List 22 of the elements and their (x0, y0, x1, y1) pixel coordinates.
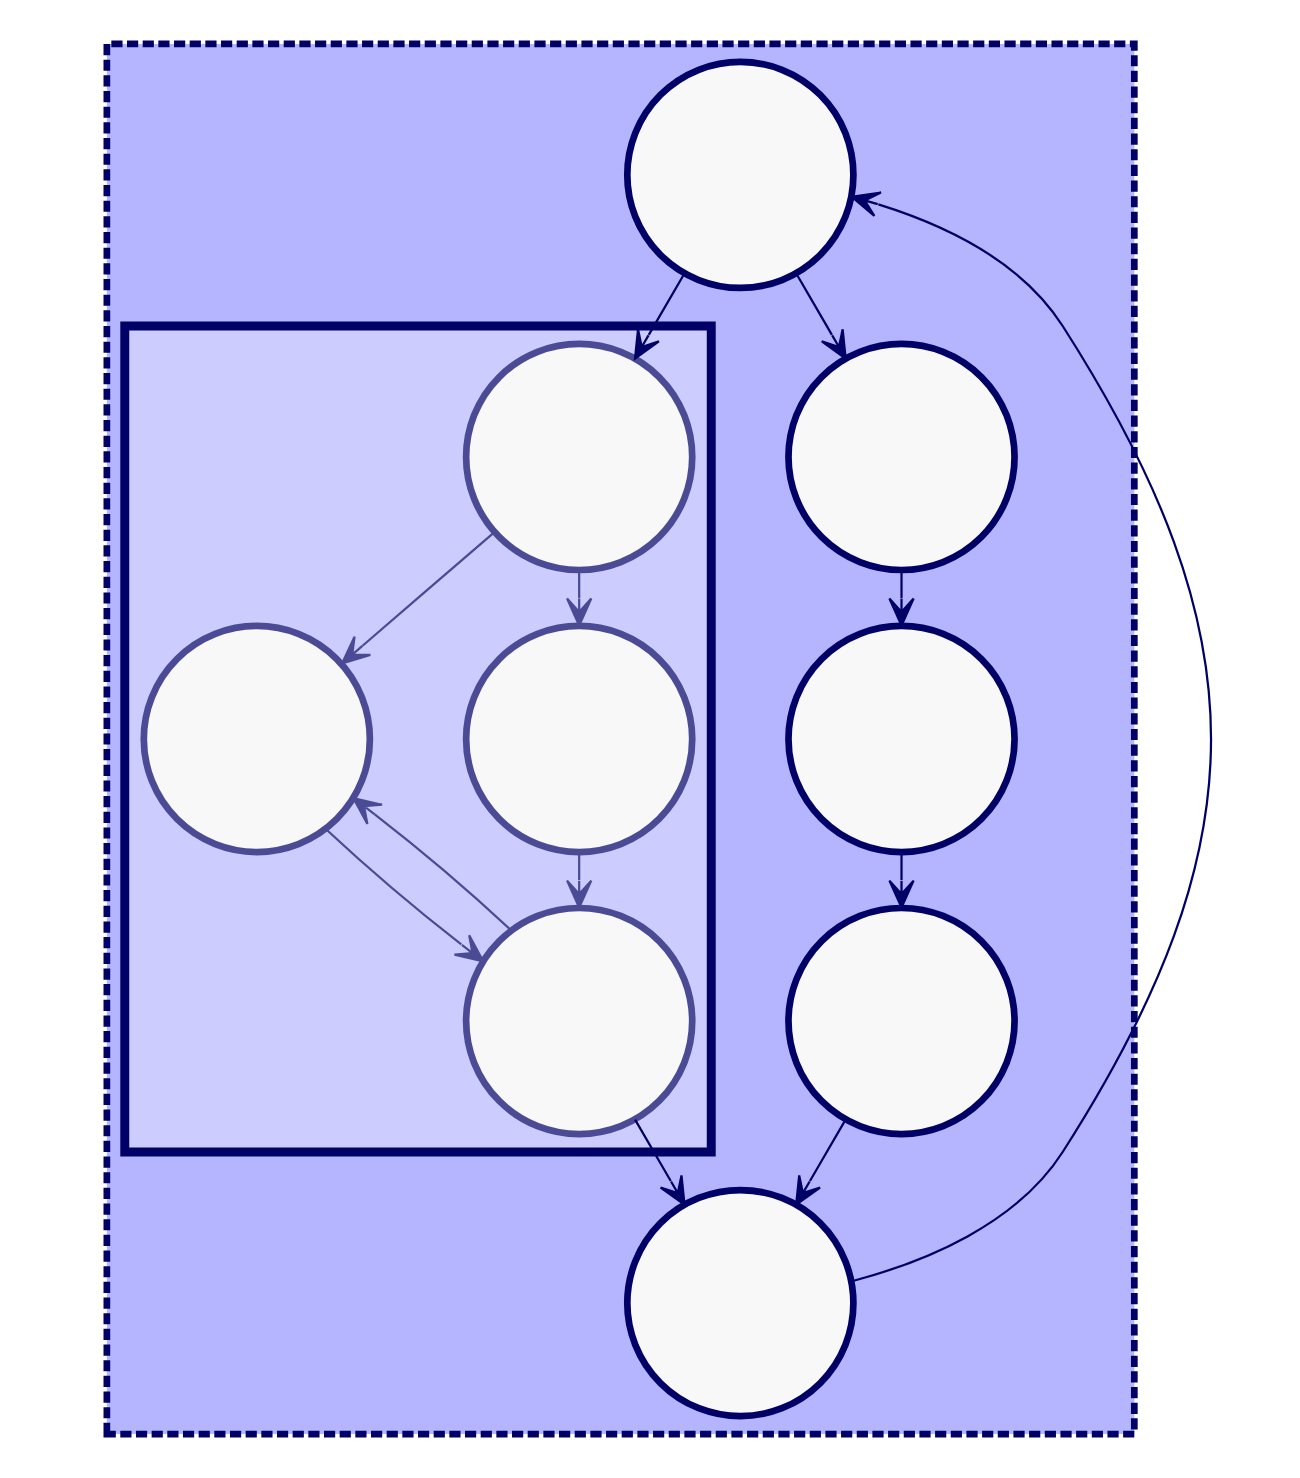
arrow (340, 531, 496, 665)
arrow (565, 852, 593, 909)
arrow (850, 191, 1212, 1283)
node-circle (785, 904, 1018, 1138)
arrow (888, 852, 915, 909)
arrow (634, 1119, 686, 1206)
arrow (352, 796, 512, 932)
node-circle (462, 622, 696, 856)
node-circle (785, 340, 1018, 574)
arrow (795, 1119, 847, 1206)
arrow (633, 272, 686, 360)
node-circle (462, 904, 696, 1138)
cluster (120, 321, 716, 1157)
arrow (795, 272, 847, 360)
node-circle (623, 1186, 857, 1420)
node-circle (462, 340, 696, 574)
arrow (325, 828, 485, 963)
node-circle (785, 622, 1018, 856)
node-circle (623, 58, 857, 292)
arrow (888, 570, 915, 627)
cluster (103, 40, 1138, 1438)
arrow (565, 570, 593, 627)
